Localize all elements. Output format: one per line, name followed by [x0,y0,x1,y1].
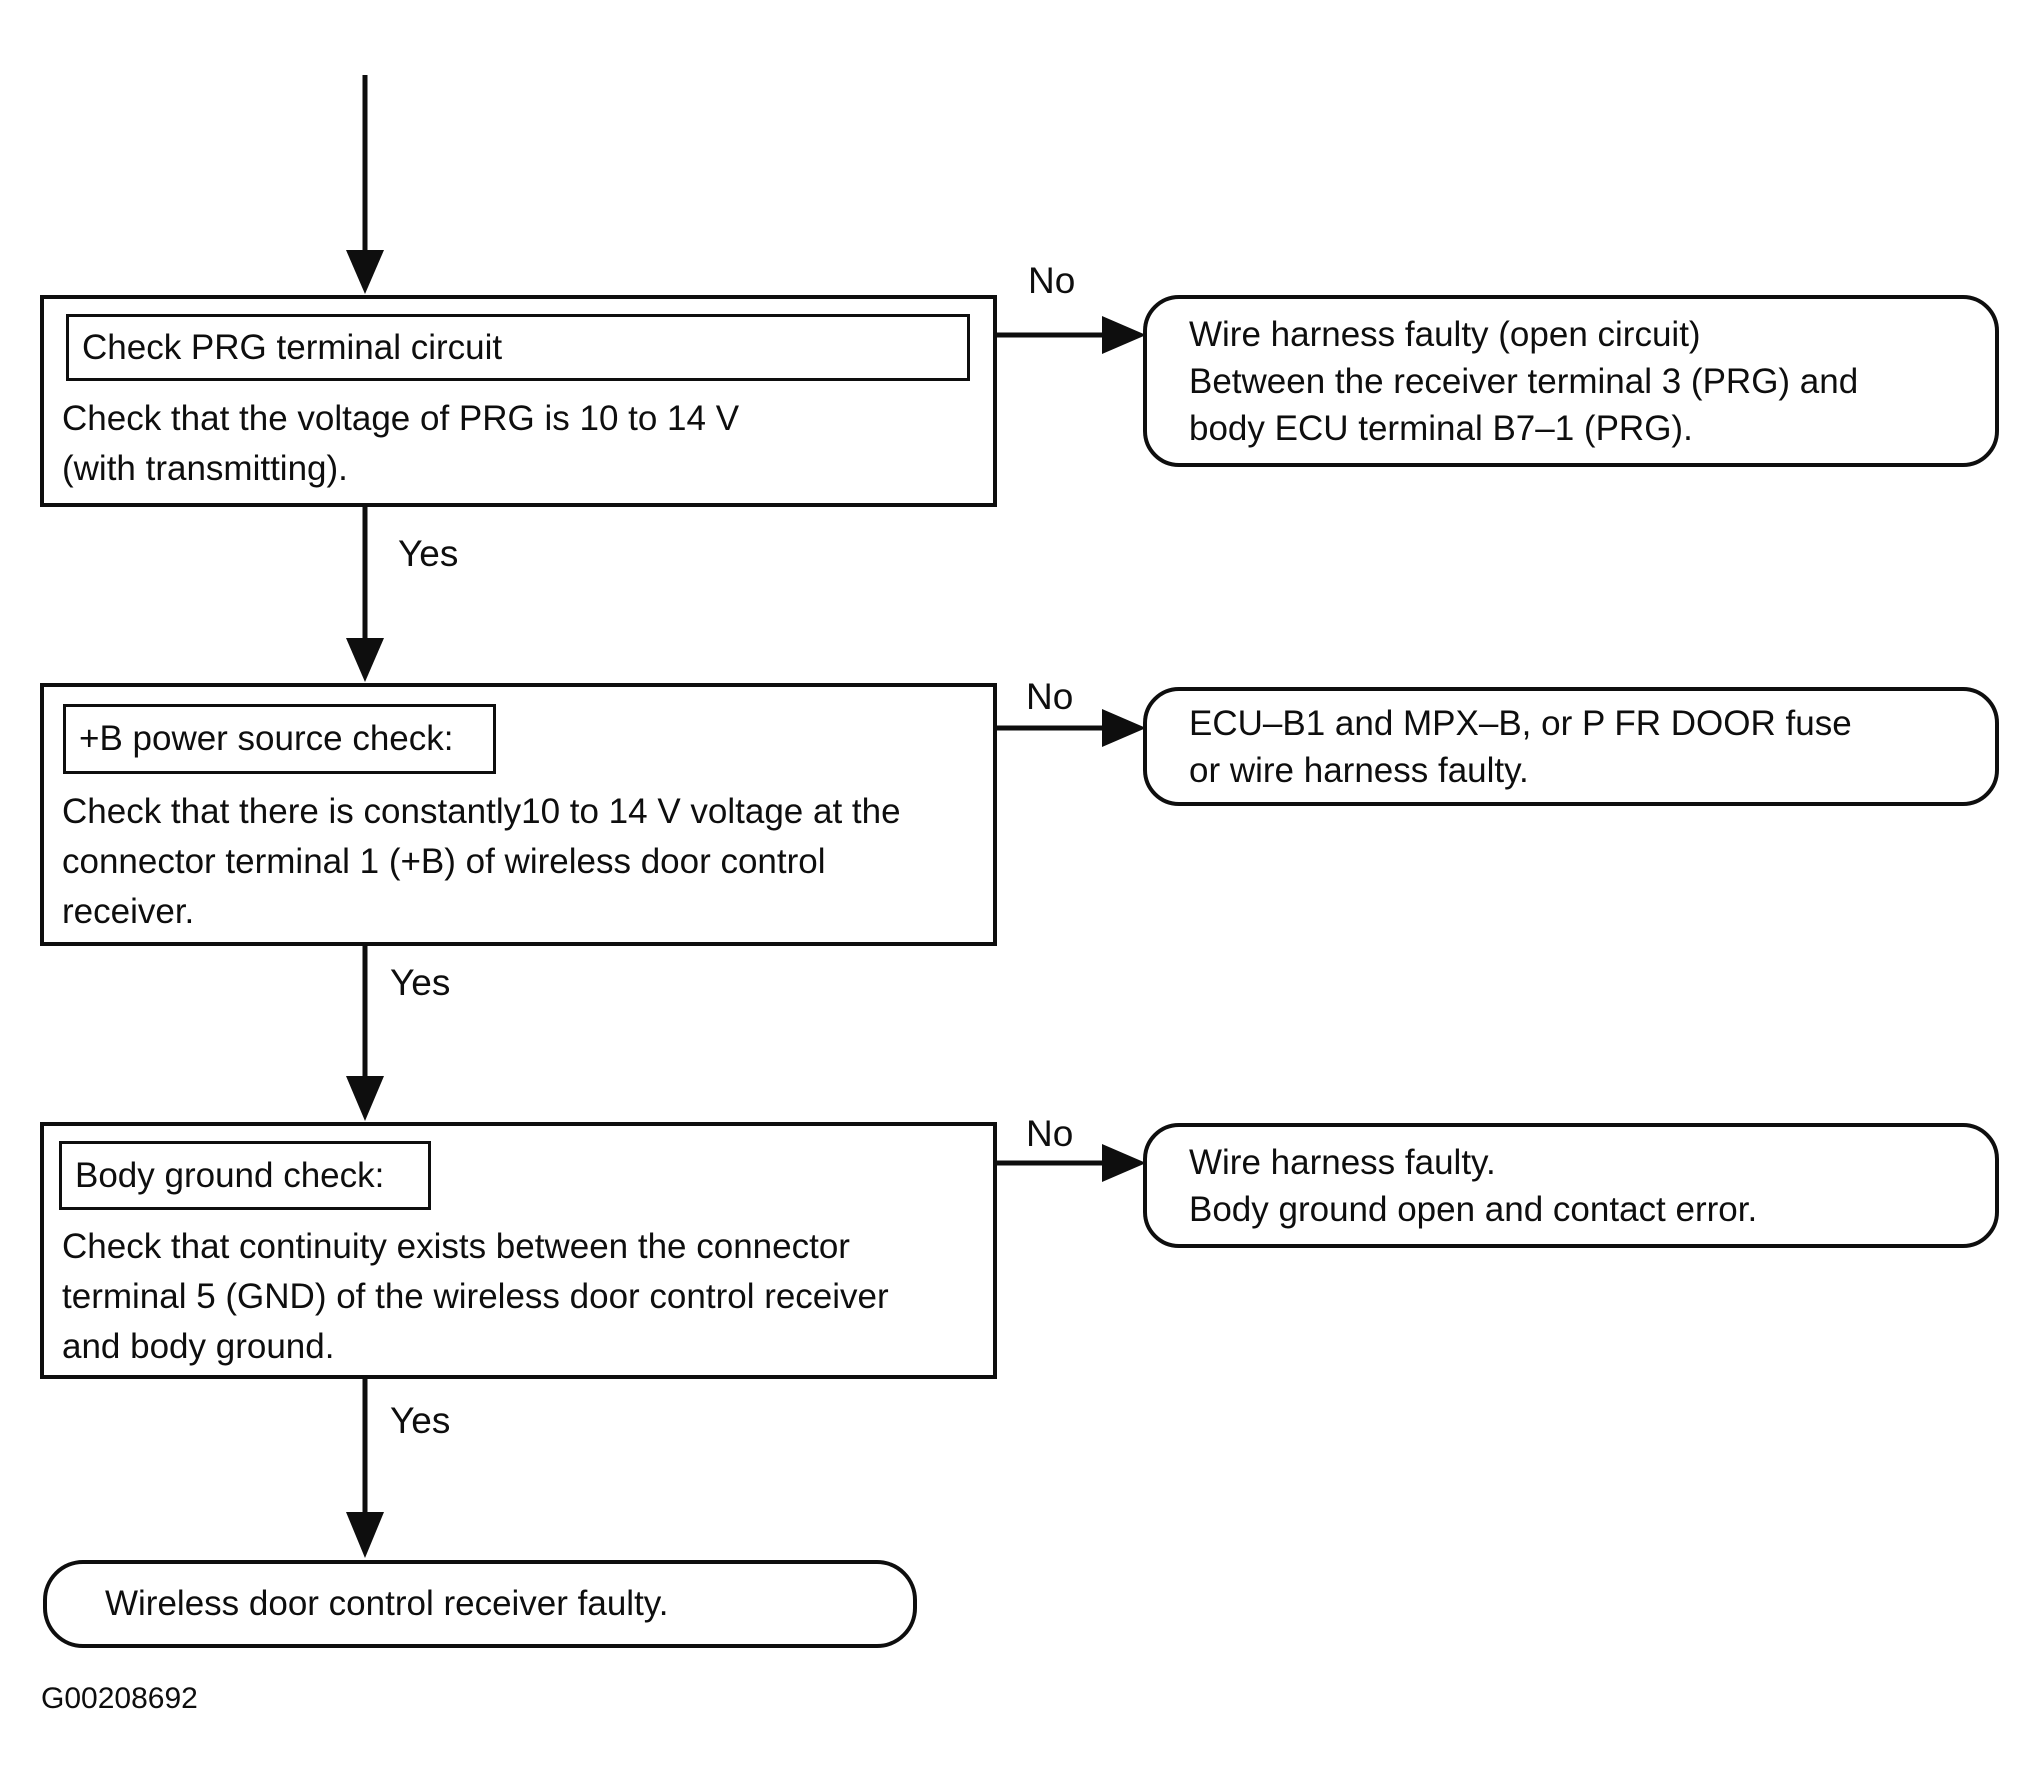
entry-arrowhead-icon [346,250,384,294]
step-body-ground-check: Body ground check: Check that continuity… [40,1122,997,1379]
step3-body-line: terminal 5 (GND) of the wireless door co… [62,1277,889,1316]
result1-line: Wire harness faulty (open circuit) [1189,314,1701,354]
yes-arrowhead-icon-2 [346,1076,384,1121]
step-b-power-source-check: +B power source check: Check that there … [40,683,997,946]
step2-body-line: receiver. [62,892,195,931]
step3-body-line: Check that continuity exists between the… [62,1227,850,1266]
step2-body-line: Check that there is constantly10 to 14 V… [62,792,901,831]
no-arrowhead-icon-3 [1102,1144,1146,1182]
step3-title-box: Body ground check: [59,1141,431,1210]
step3-body-line: and body ground. [62,1327,335,1366]
result-fuse-or-wire-harness-faulty: ECU–B1 and MPX–B, or P FR DOOR fuse or w… [1143,687,1999,806]
yes-label-1: Yes [398,533,459,574]
yes-arrowhead-icon-1 [346,638,384,682]
yes-label-3: Yes [390,1400,451,1441]
step1-title: Check PRG terminal circuit [82,327,503,367]
step2-title: +B power source check: [79,719,454,758]
step1-body-line: (with transmitting). [62,449,348,488]
step1-body: Check that the voltage of PRG is 10 to 1… [62,394,739,494]
no-label-2: No [1026,676,1074,717]
step2-body-line: connector terminal 1 (+B) of wireless do… [62,842,826,881]
result3-line: Body ground open and contact error. [1189,1189,1758,1229]
step1-body-line: Check that the voltage of PRG is 10 to 1… [62,399,740,438]
yes-arrowhead-icon-3 [346,1512,384,1558]
no-label-3: No [1026,1113,1074,1154]
terminal-receiver-faulty: Wireless door control receiver faulty. [43,1560,917,1648]
result-wire-harness-open-circuit: Wire harness faulty (open circuit) Betwe… [1143,295,1999,467]
result2-line: or wire harness faulty. [1189,750,1529,790]
no-arrowhead-icon-1 [1102,316,1146,354]
result-body-ground-open: Wire harness faulty. Body ground open an… [1143,1123,1999,1248]
step1-title-box: Check PRG terminal circuit [66,314,970,381]
result3-line: Wire harness faulty. [1189,1142,1496,1182]
no-label-1: No [1028,260,1076,301]
step2-body: Check that there is constantly10 to 14 V… [62,787,901,937]
step2-title-box: +B power source check: [63,704,496,774]
yes-label-2: Yes [390,962,451,1003]
result1-line: body ECU terminal B7–1 (PRG). [1189,408,1693,448]
no-arrowhead-icon-2 [1102,709,1146,747]
step3-body: Check that continuity exists between the… [62,1222,889,1372]
result1-line: Between the receiver terminal 3 (PRG) an… [1189,361,1859,401]
result2-line: ECU–B1 and MPX–B, or P FR DOOR fuse [1189,703,1852,743]
step-check-prg-terminal: Check PRG terminal circuit Check that th… [40,295,997,507]
terminal-label: Wireless door control receiver faulty. [105,1584,669,1623]
step3-title: Body ground check: [75,1155,385,1195]
figure-id-label: G00208692 [41,1682,198,1715]
